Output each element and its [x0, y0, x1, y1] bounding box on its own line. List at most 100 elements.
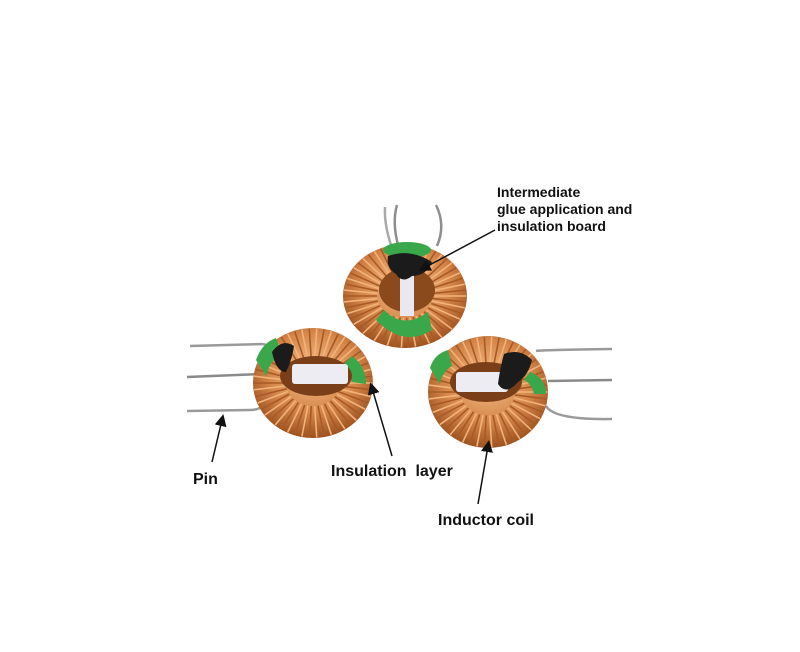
green-core [344, 356, 366, 384]
winding-turn [286, 333, 303, 363]
winding-turn [495, 414, 508, 445]
black-glue [387, 253, 432, 280]
winding-turn [345, 283, 379, 292]
winding-turn [313, 328, 318, 360]
inductor-left [186, 328, 373, 438]
winding-turn [455, 411, 475, 440]
winding-turn [264, 395, 292, 416]
winding-turn [373, 250, 392, 278]
winding-turn [357, 309, 385, 330]
arrow-pin [211, 414, 227, 463]
winding-turn [353, 267, 383, 285]
winding-turn [323, 403, 340, 433]
arrow-intermediate-glue [418, 229, 496, 271]
winding-turn [326, 402, 346, 430]
winding-turn [317, 329, 325, 361]
winding-turn [428, 394, 462, 400]
winding-turn [338, 387, 371, 398]
winding-turn [512, 399, 544, 414]
winding-turn [429, 272, 461, 287]
pin-right [535, 347, 613, 421]
winding-turn [432, 289, 467, 295]
winding-turn [362, 257, 387, 281]
winding-turn [320, 404, 333, 436]
winding-turn [347, 302, 380, 315]
pin-top-left [383, 204, 400, 249]
winding-turn [336, 393, 366, 410]
winding-turn [308, 406, 313, 438]
winding-turn [449, 409, 472, 436]
winding-turn [301, 329, 309, 361]
winding-turn [260, 393, 290, 410]
green-core [383, 242, 431, 258]
winding-turn [343, 297, 378, 303]
winding-turn [501, 411, 521, 440]
winding-turn [379, 248, 395, 277]
label-intermediate-glue: Intermediate glue application and insula… [497, 184, 633, 234]
pin-top-right [434, 204, 443, 247]
winding-turn [334, 395, 362, 416]
insulation-board [292, 364, 348, 384]
winding-turn [444, 407, 469, 431]
winding-turn [431, 283, 465, 292]
winding-turn [514, 394, 548, 400]
green-core [524, 372, 546, 394]
winding-turn [427, 267, 457, 285]
winding-turn [349, 305, 381, 320]
winding-turn [317, 405, 325, 437]
green-core [376, 310, 432, 338]
winding-turn [432, 399, 464, 414]
winding-turn [429, 305, 461, 320]
label-insulation-layer: Insulation layer [331, 463, 453, 480]
winding-turn [427, 307, 457, 325]
winding-turn [255, 387, 288, 398]
winding-turn [253, 385, 287, 391]
green-core [256, 338, 282, 376]
winding-turn [357, 262, 385, 283]
black-glue [498, 352, 532, 390]
label-pin: Pin [193, 471, 218, 488]
winding-turn [367, 254, 389, 279]
winding-turn [329, 400, 352, 426]
winding-turn [332, 398, 357, 421]
winding-turn [345, 300, 379, 309]
insulation-board [400, 268, 414, 316]
label-inductor-coil: Inductor coil [438, 512, 534, 529]
inductor-top [343, 204, 467, 348]
winding-turn [435, 402, 465, 420]
inductor-right [428, 336, 613, 448]
winding-turn [425, 309, 453, 330]
winding-turn [507, 407, 532, 431]
winding-turn [430, 302, 463, 315]
winding-turn [274, 400, 297, 426]
winding-turn [308, 328, 313, 360]
winding-turn [347, 277, 380, 290]
winding-turn [280, 402, 300, 430]
insulation-board [456, 372, 508, 392]
winding-turn [468, 414, 481, 445]
winding-turn [293, 330, 306, 362]
winding-turn [492, 414, 500, 447]
winding-turn [504, 409, 527, 436]
black-glue [272, 343, 294, 372]
winding-turn [301, 405, 309, 437]
arrow-inductor-coil [477, 440, 493, 505]
winding-turn [476, 414, 484, 447]
winding-turn [353, 307, 383, 325]
winding-turn [286, 403, 303, 433]
winding-turn [513, 397, 546, 407]
winding-turn [257, 390, 289, 404]
winding-turn [269, 398, 294, 421]
winding-turn [430, 397, 463, 407]
winding-turn [430, 277, 463, 290]
winding-turn [509, 405, 537, 426]
winding-turn [343, 289, 378, 295]
winding-turn [511, 402, 541, 420]
winding-turn [337, 390, 369, 404]
winding-turn [293, 404, 306, 436]
winding-turn [498, 412, 515, 443]
winding-turn [431, 300, 465, 309]
green-core [430, 350, 452, 384]
winding-turn [349, 272, 381, 287]
